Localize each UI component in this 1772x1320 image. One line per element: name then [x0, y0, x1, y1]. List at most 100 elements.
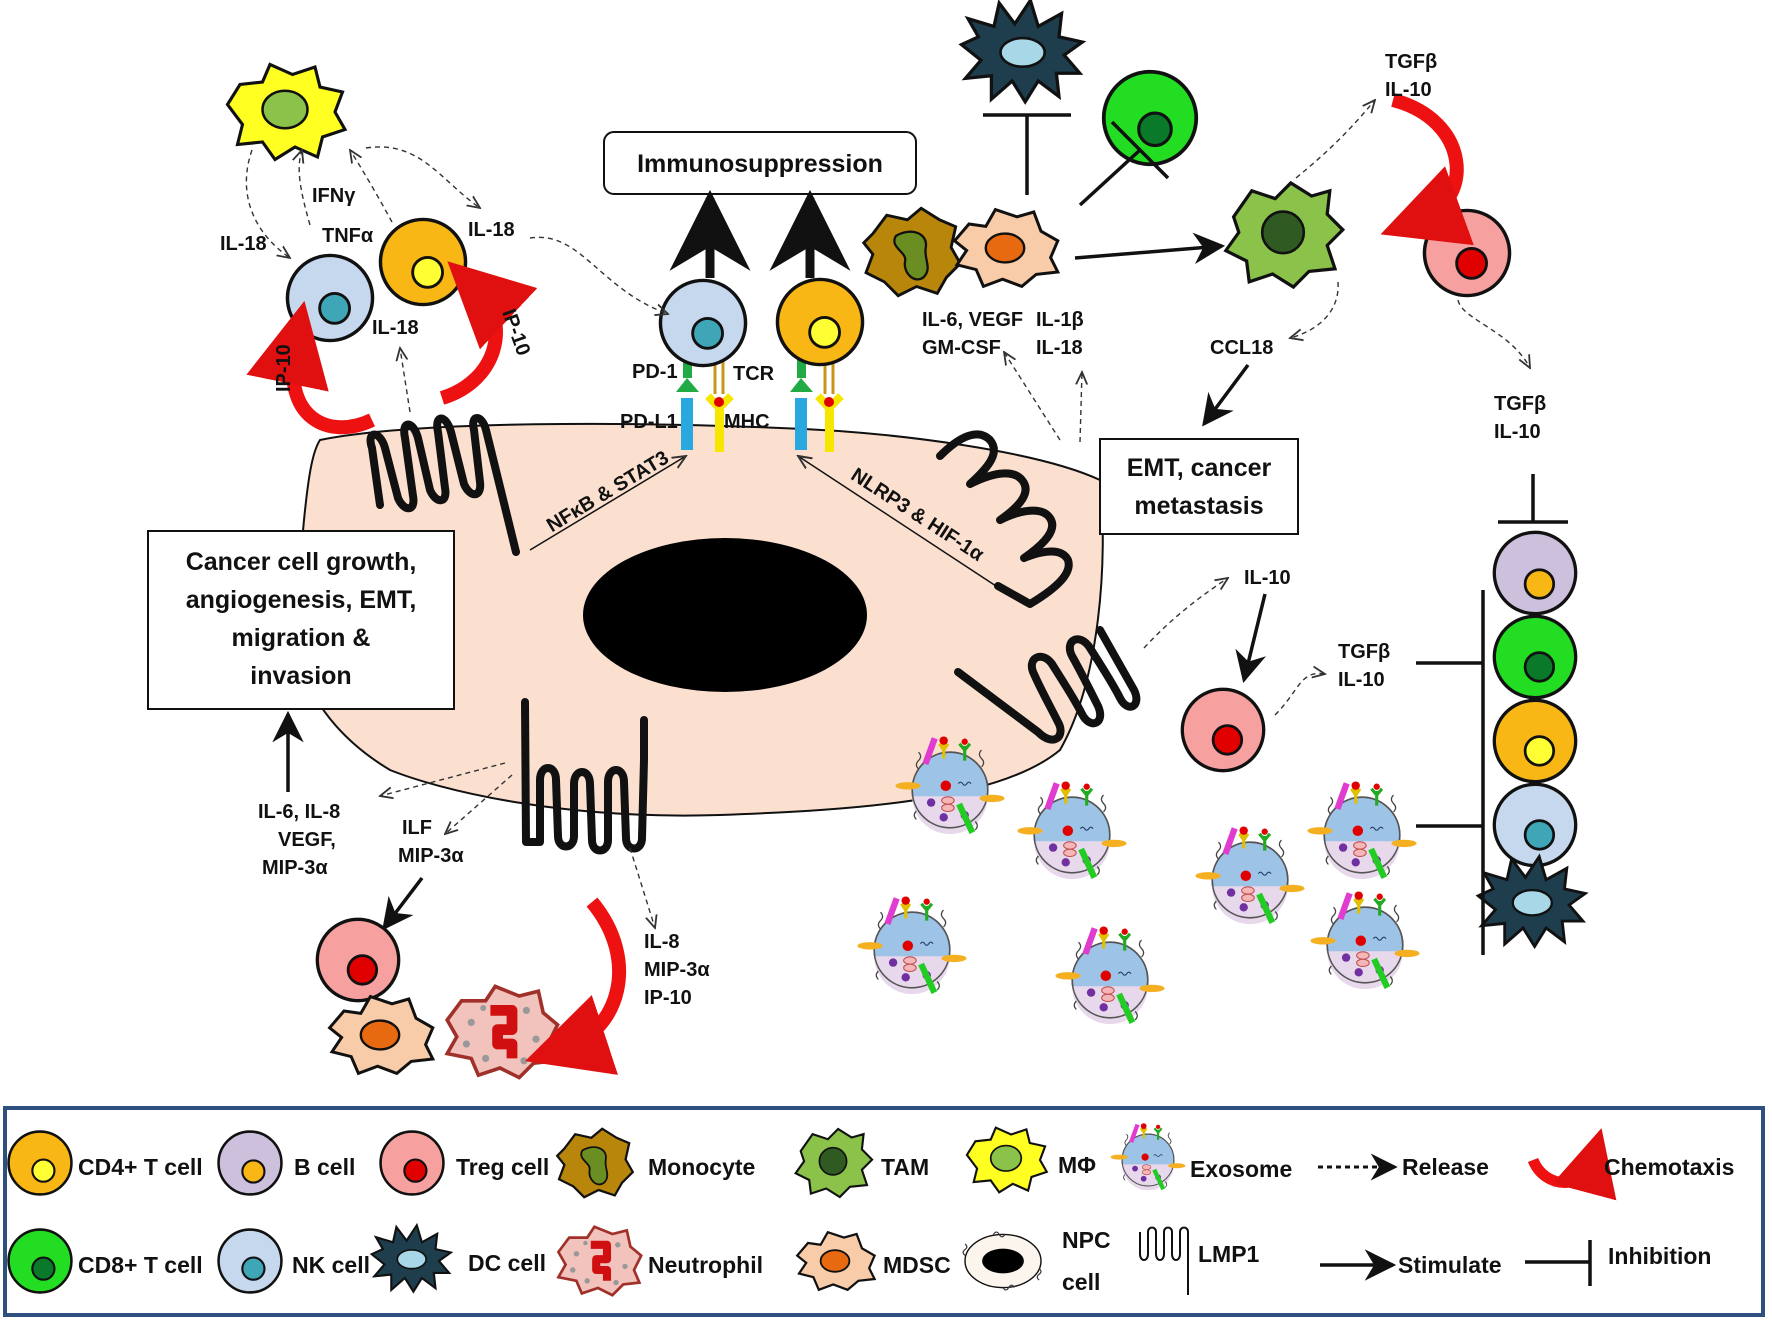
- cd8-inhibition-line: [1078, 120, 1170, 207]
- growth-label-4: invasion: [250, 662, 351, 690]
- mphi-cell-top: [225, 62, 347, 162]
- nk-cell-stack: [1492, 782, 1578, 868]
- il8-label: IL-8: [644, 931, 680, 953]
- legend-cd4-label: CD4+ T cell: [78, 1154, 203, 1180]
- legend-monocyte-label: Monocyte: [648, 1154, 755, 1180]
- ccl18-dash: [1290, 281, 1339, 338]
- mdsc-cell-bottom: [328, 995, 435, 1075]
- legend-cd4-icon: [7, 1130, 73, 1196]
- exosome-2: [1015, 779, 1129, 881]
- ccl18-to-emt-arrow: [1202, 363, 1250, 427]
- dc-cell-stack: [1476, 855, 1587, 948]
- nk-cell-center: [658, 278, 748, 368]
- legend-nk-label: NK cell: [292, 1252, 370, 1278]
- chemotaxis-arrow-treg: [1380, 93, 1474, 246]
- treg-cell-top-right: [1422, 208, 1512, 298]
- mdsc-cell-top: [953, 208, 1060, 288]
- lmp1-dash-il6: [1004, 352, 1061, 441]
- pd1-pdl1-pair-right: [790, 348, 844, 452]
- legend-neutrophil-label: Neutrophil: [648, 1252, 763, 1278]
- legend-release-label: Release: [1402, 1154, 1489, 1180]
- stack-inhibition-line: [1498, 474, 1568, 524]
- legend-lmp1-label: LMP1: [1198, 1241, 1260, 1267]
- legend-exosome-label: Exosome: [1190, 1156, 1292, 1182]
- il10-top-label: IL-10: [1385, 79, 1432, 101]
- legend-cd8-label: CD8+ T cell: [78, 1252, 203, 1278]
- il18-dash-nk-to-mphi: [245, 149, 290, 258]
- il10-to-treg-arrow: [1235, 593, 1267, 684]
- b-cell-stack: [1492, 530, 1578, 616]
- il6-vegf-label: IL-6, VEGF: [922, 309, 1023, 331]
- tgfb-lower-label: TGFβ: [1338, 641, 1390, 663]
- mip3a-to-treg-arrow: [382, 876, 424, 931]
- lmp1-receptor-top-left: [366, 414, 520, 556]
- tnfa-label: TNFα: [322, 225, 374, 247]
- ip10-bottom-label: IP-10: [644, 987, 692, 1009]
- tgfb-top-label: TGFβ: [1385, 51, 1437, 73]
- release-dash-bottom-mid: [445, 774, 513, 834]
- tam-cell: [1224, 181, 1345, 289]
- treg-cell-right: [1180, 687, 1266, 773]
- nk-cell-top-left: [285, 253, 375, 343]
- pdl1-label: PD-L1: [620, 411, 678, 433]
- lmp1-dash-il1b: [1080, 372, 1082, 443]
- legend-cd8-icon: [7, 1228, 73, 1294]
- growth-label-3: migration &: [232, 624, 371, 652]
- legend-b-cell-label: B cell: [294, 1154, 355, 1180]
- exosome-6: [1305, 779, 1419, 881]
- tgfb-il10-dash-top: [1295, 100, 1375, 179]
- tcr-label: TCR: [733, 363, 775, 385]
- legend-tam-label: TAM: [881, 1154, 929, 1180]
- chemotaxis-arrow-ip10-right: [439, 261, 538, 405]
- monocyte-cell: [862, 206, 962, 298]
- ifng-label: IFNγ: [312, 185, 356, 207]
- immunosuppression-box: [603, 131, 917, 195]
- treg-cell-bottom: [315, 917, 401, 1003]
- mdsc-to-tam-arrow: [1074, 232, 1226, 265]
- exosome-4: [1053, 924, 1167, 1026]
- cd8-cell-top: [1101, 69, 1199, 167]
- pd1-label: PD-1: [632, 361, 678, 383]
- il10-dash-right: [1143, 578, 1228, 649]
- exosome-5: [1193, 824, 1307, 926]
- growth-box: [147, 530, 455, 710]
- chemotaxis-arrow-ip10-left: [246, 300, 376, 435]
- mhc-label: MHC: [724, 411, 770, 433]
- neutrophil-cell-bottom: [447, 986, 557, 1077]
- lmp1-receptor-top-right: [936, 430, 1073, 608]
- chemotaxis-arrow-bottom: [525, 897, 627, 1075]
- dc-inhibition-line: [983, 113, 1071, 195]
- growth-label-2: angiogenesis, EMT,: [186, 586, 417, 614]
- treg-release-dash-right: [1274, 673, 1325, 716]
- legend-lmp1-icon: [1139, 1226, 1189, 1295]
- emt-label-1: EMT, cancer: [1127, 454, 1272, 482]
- exosome-3: [855, 894, 969, 996]
- cd4-cell-top-left: [378, 217, 468, 307]
- il18-dash-mphi-to-cd4: [365, 146, 480, 208]
- legend-nk-icon: [217, 1228, 283, 1294]
- legend-treg-label: Treg cell: [456, 1154, 549, 1180]
- emt-box: [1099, 438, 1299, 535]
- immunosuppression-label: Immunosuppression: [637, 150, 883, 178]
- legend-b-cell-icon: [217, 1130, 283, 1196]
- cd8-cell-stack: [1492, 614, 1578, 700]
- ilf-label: ILF: [402, 817, 432, 839]
- legend-mdsc-label: MDSC: [883, 1252, 951, 1278]
- release-dash-bottom-left: [380, 762, 506, 796]
- emt-label-2: metastasis: [1134, 492, 1263, 520]
- treg-release-dash: [1457, 299, 1530, 368]
- lmp1-receptor-right: [954, 626, 1141, 744]
- il18-label-mid: IL-18: [372, 317, 419, 339]
- legend-npc-label-2: cell: [1062, 1269, 1100, 1295]
- il18-label-left: IL-18: [220, 233, 267, 255]
- mip3a-mid-label: MIP-3α: [398, 845, 464, 867]
- il18-dash-to-nk-center: [529, 236, 668, 314]
- mip3a-left-label: MIP-3α: [262, 857, 328, 879]
- cancer-cell-nucleus: [583, 538, 867, 692]
- legend-inhibition-label: Inhibition: [1608, 1243, 1711, 1269]
- release-dash-bottom-right: [629, 847, 655, 928]
- il6-il8-label: IL-6, IL-8: [258, 801, 340, 823]
- legend-treg-icon: [379, 1130, 445, 1196]
- ifng-dash: [299, 150, 311, 226]
